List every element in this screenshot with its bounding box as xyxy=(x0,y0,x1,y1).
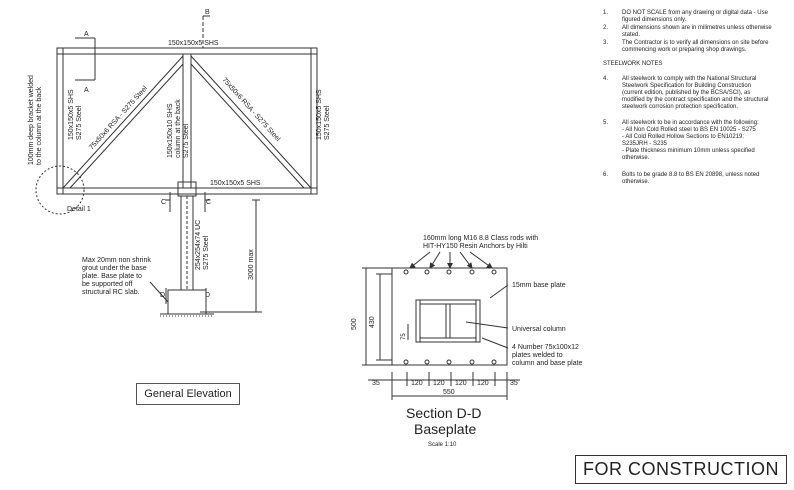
note-5-line-3: - All Cold Rolled Hollow Sections to EN1… xyxy=(622,134,744,140)
right-brace-edge-1 xyxy=(190,55,312,189)
right-brace-edge-2 xyxy=(190,63,305,189)
section-mark-a-top: A xyxy=(84,31,89,38)
dim-500: 500 xyxy=(351,318,358,330)
dim-bottom-1: 35 xyxy=(372,380,380,387)
left-post-label-2: S275 Steel xyxy=(76,105,83,140)
section-subtitle: Baseplate xyxy=(414,421,476,437)
general-elevation xyxy=(35,15,318,317)
note-6-line-2: otherwise. xyxy=(622,179,650,185)
section-mark-c-left: C xyxy=(161,199,166,206)
notes: 1. DO NOT SCALE from any drawing or digi… xyxy=(603,10,772,185)
left-brace-label: 75x50x6 RSA - S275 Steel xyxy=(88,85,149,152)
note-4-line-3: (current edition, published by the BCSA/… xyxy=(622,90,750,96)
section-mark-d-left: D xyxy=(160,292,165,299)
column-label-1: 254x254x74 UC xyxy=(195,220,202,270)
detail-circle xyxy=(35,165,85,215)
plates-note-3: column and base plate xyxy=(512,360,583,367)
bracket-note-1: 100mm deep bracket welded xyxy=(28,75,35,165)
section-mark-c-right: C xyxy=(206,199,211,206)
status-stamp: FOR CONSTRUCTION xyxy=(575,455,787,484)
rods-note-1: 160mm long M16 8.8 Class rods with xyxy=(423,235,538,242)
grout-note-4: be supported off xyxy=(82,281,133,288)
note-6-line-1: Bolts to be grade 8.8 to BS EN 20898, un… xyxy=(622,172,759,178)
note-4-line-5: steelwork corrosion protection specifica… xyxy=(622,104,738,110)
grout-note-1: Max 20mm non shrink xyxy=(82,257,151,264)
top-member-label: 150x150x5 SHS xyxy=(168,40,219,47)
section-mark-a-bottom: A xyxy=(84,87,89,94)
right-post-label-1: 150x150x5 SHS xyxy=(316,89,323,140)
note-3-line-2: commencing work or preparing shop drawin… xyxy=(622,47,747,53)
note-6-num: 6. xyxy=(603,172,608,178)
section-dd xyxy=(362,251,520,400)
note-1-num: 1. xyxy=(603,10,608,16)
note-5-num: 5. xyxy=(603,120,608,126)
note-5-line-6: otherwise. xyxy=(622,155,650,161)
dim-550: 550 xyxy=(443,389,455,396)
plates-note-2: plates welded to xyxy=(512,352,563,359)
height-dim-label: 3000 max xyxy=(248,249,255,280)
grout-note-2: grout under the base xyxy=(82,265,147,272)
dim-bottom-3: 120 xyxy=(433,380,445,387)
note-2-line-2: stated. xyxy=(622,32,640,38)
left-post-label-1: 150x150x5 SHS xyxy=(68,89,75,140)
general-elevation-caption: General Elevation xyxy=(136,383,240,405)
note-5-line-5: - Plate thickness minimum 10mm unless sp… xyxy=(622,148,755,154)
note-5-line-1: All steelwork to be in accordance with t… xyxy=(622,120,759,126)
plates-note-1: 4 Number 75x100x12 xyxy=(512,344,579,351)
note-4-line-1: All steelwork to comply with the Nationa… xyxy=(622,76,756,82)
note-1-line-1: DO NOT SCALE from any drawing or digital… xyxy=(622,10,769,16)
note-5-line-4: S235JRH - S235 xyxy=(622,141,668,147)
note-4-line-4: modified by the contract specification a… xyxy=(622,97,768,103)
detail-label: Detail 1 xyxy=(67,206,91,213)
anchor-holes xyxy=(403,269,497,365)
column-label-2: S275 Steel xyxy=(203,235,210,270)
dim-bottom-5: 120 xyxy=(477,380,489,387)
rods-note-2: HIT-HY150 Resin Anchors by Hilti xyxy=(423,243,528,250)
center-post-label-3: S275 Steel xyxy=(183,123,190,158)
column-label: Universal column xyxy=(512,326,566,333)
note-4-num: 4. xyxy=(603,76,608,82)
base-plate xyxy=(167,289,207,315)
bottom-member-label: 150x150x5 SHS xyxy=(210,180,261,187)
grout-note-3: plate. Base plate to xyxy=(82,273,142,280)
note-4-line-2: Steelwork Specification for Building Con… xyxy=(622,83,751,89)
note-5-line-2: - All Non Cold Rolled steel to BS EN 100… xyxy=(622,127,756,133)
section-mark-d-right: D xyxy=(205,292,210,299)
section-labels: 160mm long M16 8.8 Class rods with HIT-H… xyxy=(351,235,583,448)
note-3-line-1: The Contractor is to verify all dimensio… xyxy=(622,40,769,46)
dim-430: 430 xyxy=(369,316,376,328)
section-mark-b: B xyxy=(205,9,210,16)
right-post-label-2: S275 Steel xyxy=(324,105,331,140)
center-post-label-2: column at the back xyxy=(175,99,182,158)
note-2-line-1: All dimensions shown are in milimetres u… xyxy=(622,25,772,31)
dim-bottom-6: 35 xyxy=(510,380,518,387)
note-3-num: 3. xyxy=(603,40,608,46)
left-brace-edge-1 xyxy=(62,55,184,189)
steelwork-heading: STEELWORK NOTES xyxy=(603,61,663,67)
frame-outline xyxy=(56,47,318,195)
base-plate-label: 15mm base plate xyxy=(512,282,566,289)
dim-bottom-2: 120 xyxy=(411,380,423,387)
bracket-note-2: to the column at the back xyxy=(36,86,43,165)
note-2-num: 2. xyxy=(603,25,608,31)
note-1-line-2: figured dimensions only. xyxy=(622,17,687,23)
section-title: Section D-D xyxy=(406,405,481,421)
right-brace-label: 75x50x6 RSA - S275 Steel xyxy=(221,77,282,144)
dim-bottom-4: 120 xyxy=(455,380,467,387)
universal-column-section xyxy=(415,299,481,343)
center-post-label-1: 150x150x10 SHS xyxy=(167,103,174,158)
dim-75: 75 xyxy=(401,333,407,340)
elevation-labels: A A B C C D D 150x150x5 SHS 150x150x5 SH… xyxy=(28,9,331,299)
grout-note-5: structural RC slab. xyxy=(82,289,140,296)
left-brace-edge-2 xyxy=(69,63,184,189)
section-scale: Scale 1:10 xyxy=(428,442,457,448)
